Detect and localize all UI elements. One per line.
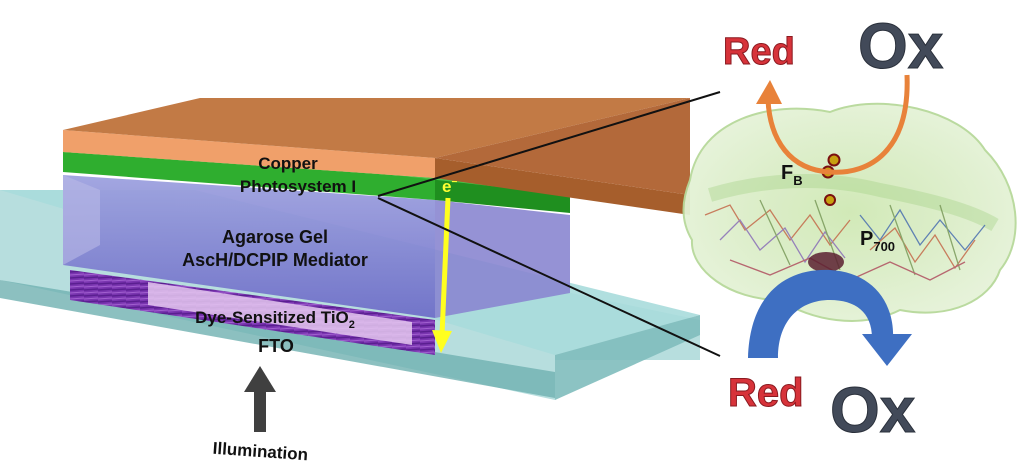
bottom-red-label: Red	[728, 371, 804, 415]
gel-label-line1: Agarose Gel	[222, 227, 328, 247]
psi-layer	[63, 152, 570, 213]
fb-label-main: F	[781, 162, 793, 184]
illumination-arrow	[244, 366, 276, 432]
dye-label-sub: 2	[349, 319, 355, 331]
zoom-line-top	[377, 91, 721, 197]
donor-arc	[748, 269, 912, 366]
fto-label: FTO	[258, 336, 294, 356]
zoom-line-bottom	[377, 197, 721, 357]
p700-label-main: P	[860, 228, 873, 250]
top-ox-label: Ox	[858, 10, 944, 82]
gel-block	[63, 175, 570, 318]
illumination-label: Illumination	[212, 439, 308, 465]
p700-label-sub: 700	[873, 239, 895, 254]
fb-label-sub: B	[793, 173, 802, 188]
bottom-ox-label: Ox	[830, 374, 916, 446]
electron-label: e−	[442, 177, 457, 196]
fb-label: FB	[781, 162, 803, 188]
electron-label-main: e	[442, 177, 451, 196]
top-red-label: Red	[723, 31, 795, 73]
dye-label-main: Dye-Sensitized TiO	[195, 308, 349, 327]
p700-label: P700	[860, 228, 895, 254]
electron-label-sup: −	[451, 177, 457, 188]
dye-label: Dye-Sensitized TiO2	[195, 308, 355, 331]
copper-label: Copper	[258, 154, 318, 173]
photosystem-label: Photosystem I	[240, 177, 356, 196]
psi-protein-structure	[682, 102, 1017, 322]
electron-arrow	[432, 197, 452, 353]
copper-electrode	[63, 98, 690, 215]
gel-label-line2: AscH/DCPIP Mediator	[182, 250, 368, 270]
acceptor-arc	[756, 74, 910, 175]
dye-layer	[70, 270, 435, 355]
